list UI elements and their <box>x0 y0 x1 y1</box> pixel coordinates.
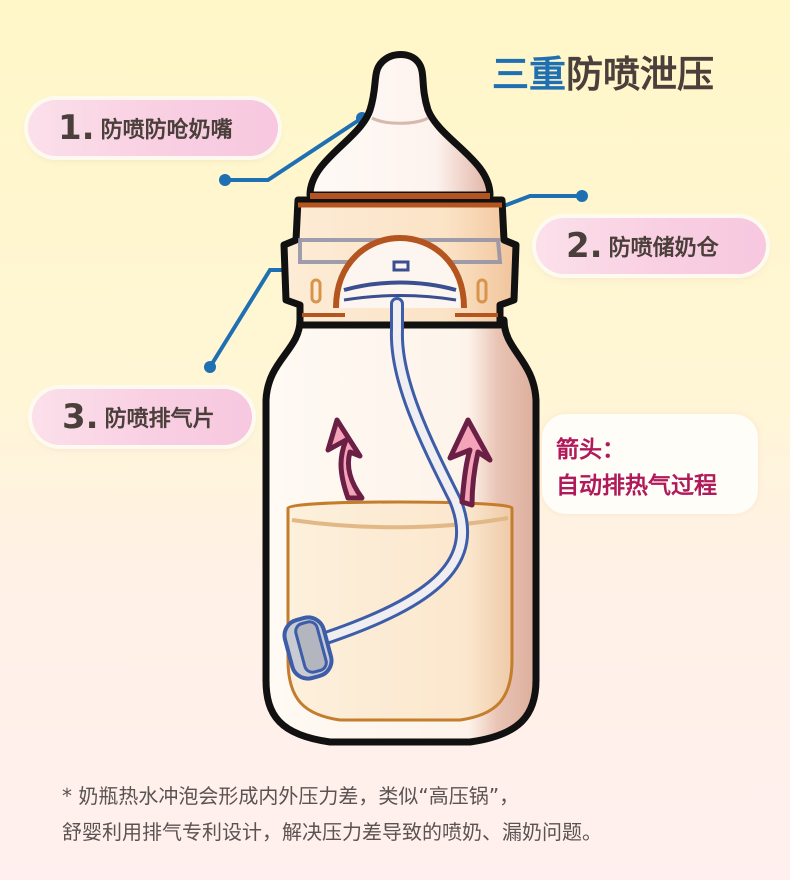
weighted-ball <box>282 615 334 681</box>
footer-line-2: 舒婴利用排气专利设计，解决压力差导致的喷奶、漏奶问题。 <box>62 820 602 844</box>
arrow-note-title: 箭头： <box>556 437 625 463</box>
page-title: 三重防喷泄压 <box>492 44 714 98</box>
callout-dot-1a <box>219 174 231 186</box>
callout-line-1 <box>225 116 364 182</box>
up-arrow-icon <box>325 417 365 501</box>
callout-number: 3. <box>62 397 99 437</box>
callout-number: 2. <box>566 226 603 266</box>
callout-number: 1. <box>58 108 95 148</box>
arrow-note-desc: 自动排热气过程 <box>556 473 717 499</box>
callout-nipple: 1. 防喷防呛奶嘴 <box>28 100 278 156</box>
footer-line-1: * 奶瓶热水冲泡会形成内外压力差，类似“高压锅”， <box>62 784 520 808</box>
callout-label: 防喷储奶仓 <box>608 236 719 261</box>
title-accent: 三重 <box>492 53 566 96</box>
title-rest: 防喷泄压 <box>566 53 714 96</box>
callout-storage-chamber: 2. 防喷储奶仓 <box>536 218 766 274</box>
callout-dot-3a <box>204 361 216 373</box>
arrow-note-box: 箭头： 自动排热气过程 <box>542 414 758 514</box>
callout-label: 防喷排气片 <box>104 407 215 432</box>
storage-chamber <box>333 234 467 309</box>
callout-vent-valve: 3. 防喷排气片 <box>32 389 252 445</box>
callout-label: 防喷防呛奶嘴 <box>100 118 233 143</box>
callout-dot-2b <box>576 190 588 202</box>
footer-note: * 奶瓶热水冲泡会形成内外压力差，类似“高压锅”， 舒婴利用排气专利设计，解决压… <box>62 778 602 850</box>
up-arrow-icon <box>447 417 493 508</box>
